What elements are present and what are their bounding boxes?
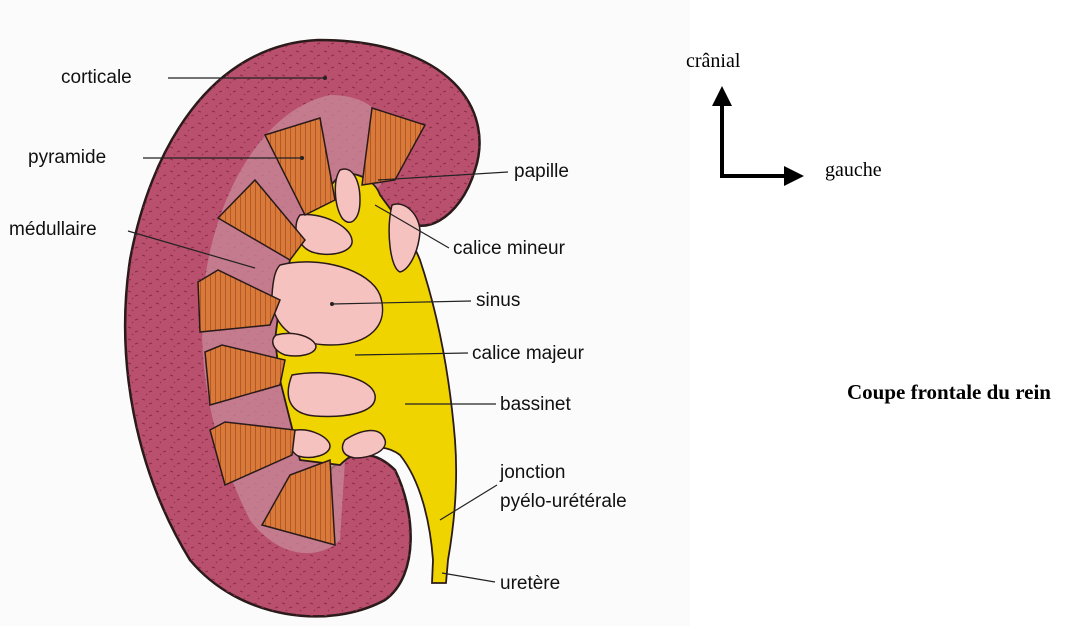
label-cranial: crânial (686, 50, 740, 73)
label-medullaire: médullaire (9, 219, 97, 241)
label-jonction: jonction (500, 462, 566, 484)
label-gauche: gauche (825, 159, 882, 182)
label-bassinet: bassinet (500, 394, 571, 416)
orientation-indicator: crânial gauche (690, 40, 930, 200)
arrow-right-icon (784, 166, 804, 186)
arrow-up-icon (712, 86, 732, 106)
label-pyelo-ureterale: pyélo-urétérale (500, 491, 627, 513)
label-sinus: sinus (476, 290, 520, 312)
label-uretere: uretère (500, 573, 560, 595)
label-calice-majeur: calice majeur (472, 343, 584, 365)
caption-title: Coupe frontale du rein (847, 380, 1051, 405)
kidney-diagram-panel: corticale pyramide médullaire papille ca… (0, 0, 690, 626)
label-calice-mineur: calice mineur (453, 238, 565, 260)
label-pyramide: pyramide (28, 147, 106, 169)
kidney-illustration (0, 0, 690, 626)
label-corticale: corticale (61, 67, 132, 89)
label-papille: papille (514, 161, 569, 183)
